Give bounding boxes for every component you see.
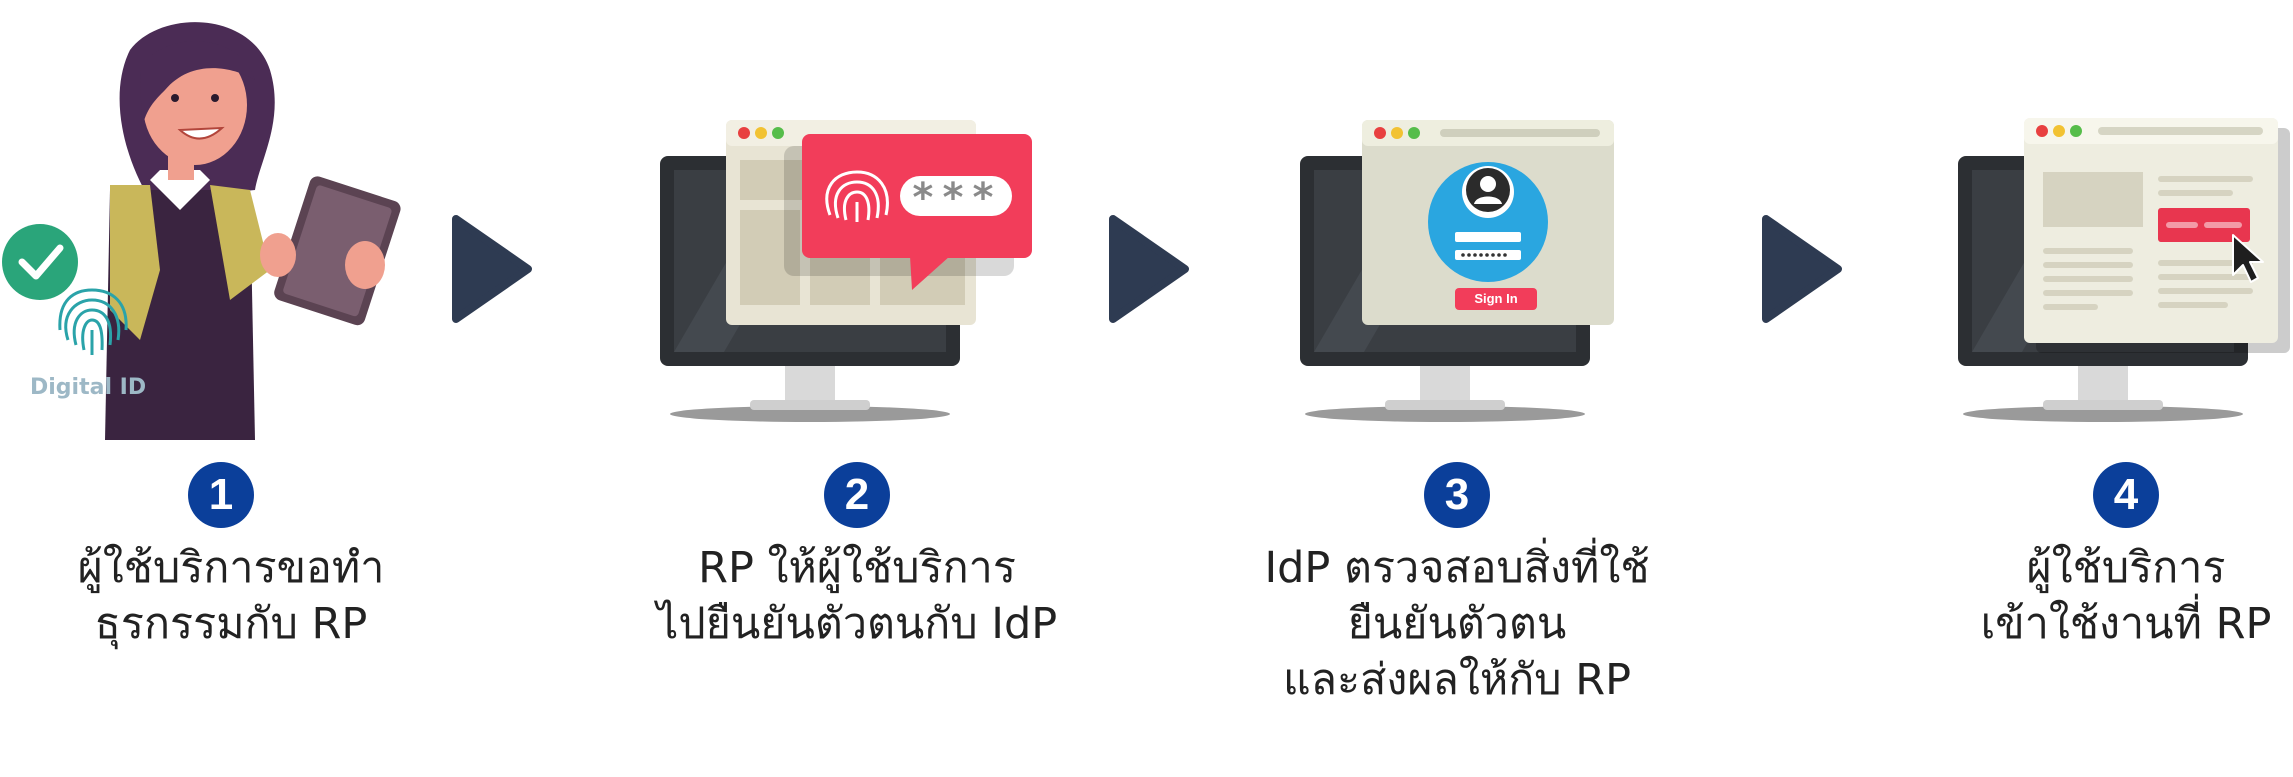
step-1-illustration xyxy=(0,10,420,450)
cursor-icon xyxy=(2232,234,2264,283)
step-3-caption-line: และส่งผลให้กับ RP xyxy=(1282,655,1632,705)
digital-id-label: Digital ID xyxy=(30,375,147,400)
step-4-caption: ผู้ใช้บริการ เข้าใช้งานที่ RP xyxy=(1846,540,2293,652)
step-2-number-badge: 2 xyxy=(824,462,890,528)
fingerprint-icon xyxy=(58,288,128,355)
step-1-caption: ผู้ใช้บริการขอทำ ธุรกรรมกับ RP xyxy=(0,540,511,652)
password-popup xyxy=(802,134,1032,290)
step-1-caption-line: ผู้ใช้บริการขอทำ xyxy=(77,543,385,593)
step-3-caption-line: ยืนยันตัวตน xyxy=(1347,599,1567,649)
user-icon xyxy=(1466,168,1510,212)
step-3-number-badge: 3 xyxy=(1424,462,1490,528)
step-3-caption: IdP ตรวจสอบสิ่งที่ใช้ ยืนยันตัวตน และส่ง… xyxy=(1177,540,1737,708)
fingerprint-icon xyxy=(825,170,889,222)
step-2-caption-line: RP ให้ผู้ใช้บริการ xyxy=(698,543,1016,593)
arrow-3-to-4 xyxy=(1760,213,1844,325)
step-2-caption-line: ไปยืนยันตัวตนกับ IdP xyxy=(656,599,1058,649)
arrow-1-to-2 xyxy=(450,213,534,325)
step-1-caption-line: ธุรกรรมกับ RP xyxy=(94,599,368,649)
check-icon xyxy=(2,224,78,300)
step-2-caption: RP ให้ผู้ใช้บริการ ไปยืนยันตัวตนกับ IdP xyxy=(577,540,1137,652)
browser-window xyxy=(2024,118,2278,343)
step-4-caption-line: ผู้ใช้บริการ xyxy=(2026,543,2226,593)
step-3-illustration xyxy=(1300,110,1630,430)
step-4-number-badge: 4 xyxy=(2093,462,2159,528)
password-mask: *** xyxy=(910,175,1002,221)
arrow-2-to-3 xyxy=(1107,213,1191,325)
sign-in-label: Sign In xyxy=(1474,291,1518,306)
step-1-number-badge: 1 xyxy=(188,462,254,528)
step-4-illustration xyxy=(1958,110,2293,430)
sign-in-button-shape xyxy=(1455,288,1537,310)
step-2-illustration xyxy=(660,110,1060,430)
step-4-caption-line: เข้าใช้งานที่ RP xyxy=(1980,599,2272,649)
step-3-caption-line: IdP ตรวจสอบสิ่งที่ใช้ xyxy=(1264,543,1650,593)
